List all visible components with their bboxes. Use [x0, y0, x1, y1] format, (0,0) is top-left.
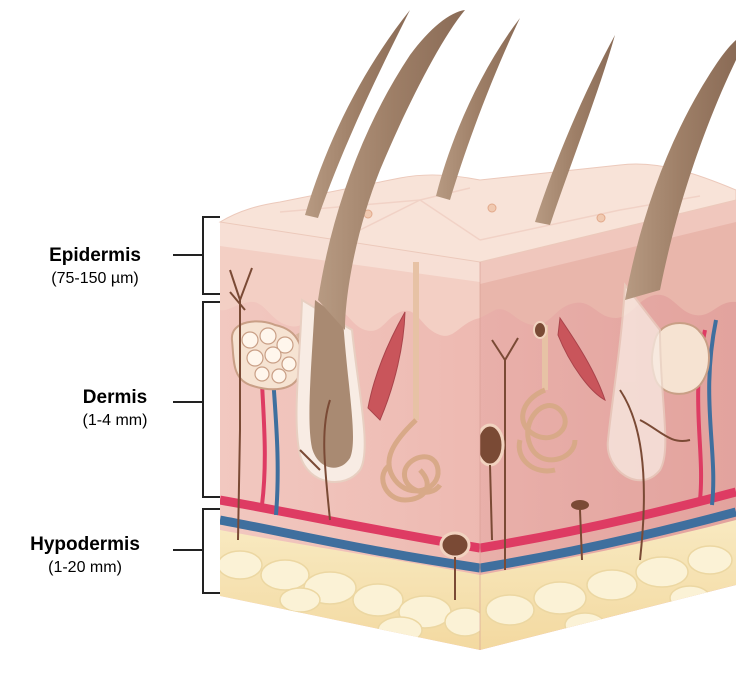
epidermis-name: Epidermis [10, 244, 180, 268]
epidermis-range: (75-150 µm) [10, 268, 180, 290]
pacinian-corpuscle-left [441, 533, 469, 557]
dermis-range: (1-4 mm) [40, 410, 190, 432]
dermis-name: Dermis [40, 386, 190, 410]
hypodermis-name: Hypodermis [0, 533, 170, 557]
epidermis-label: Epidermis (75-150 µm) [10, 244, 180, 290]
hypodermis-range: (1-20 mm) [0, 557, 170, 579]
hypodermis-label: Hypodermis (1-20 mm) [0, 533, 170, 579]
dermis-label: Dermis (1-4 mm) [40, 386, 190, 432]
